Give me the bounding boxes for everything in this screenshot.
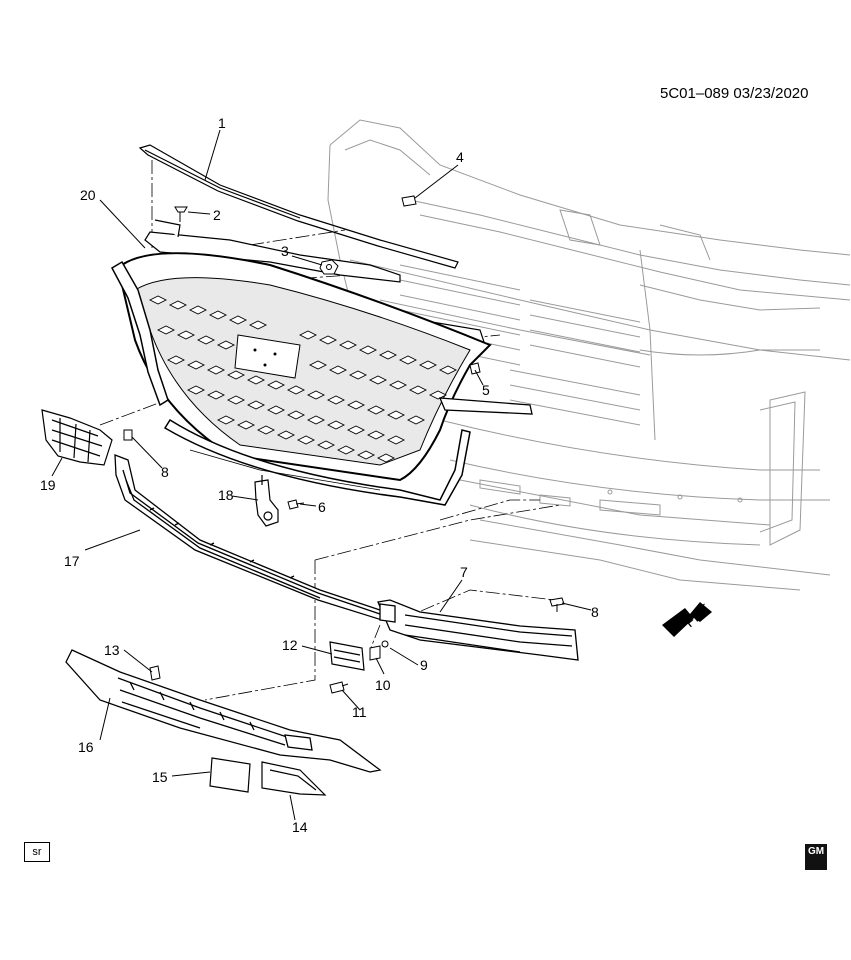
callout-7: 7 [460, 564, 468, 580]
part-1-upper-seal [138, 144, 459, 269]
callout-19: 19 [40, 477, 56, 493]
callout-3: 3 [281, 243, 289, 259]
part-17-lower-bar [114, 454, 383, 621]
fastener-parts [123, 195, 565, 694]
callout-17: 17 [64, 553, 80, 569]
callout-4: 4 [456, 149, 464, 165]
direction-label: FRT [682, 600, 713, 630]
callout-8a: 8 [161, 464, 169, 480]
sr-label-box: sr [24, 842, 50, 862]
callout-20: 20 [80, 187, 96, 203]
part-15-cover [209, 757, 251, 793]
callout-13: 13 [104, 642, 120, 658]
part-12-insert [329, 641, 365, 671]
part-16-lower-fascia [65, 649, 382, 773]
callout-1: 1 [218, 115, 226, 131]
callout-11: 11 [352, 704, 367, 720]
callout-2: 2 [213, 207, 221, 223]
part-20-grille [111, 252, 533, 506]
gm-logo-text: GM [807, 846, 825, 857]
callout-18: 18 [218, 487, 234, 503]
diagram-reference: 5C01–089 03/23/2020 [660, 85, 809, 102]
callout-10: 10 [375, 677, 391, 693]
callout-15: 15 [152, 769, 168, 785]
part-7-lower-bar-right [377, 599, 579, 661]
callout-8b: 8 [591, 604, 599, 620]
callout-12: 12 [282, 637, 298, 653]
callout-leaders [51, 129, 592, 821]
callout-numbers: 1 2 3 4 5 6 7 8 8 9 10 11 12 13 14 15 16… [40, 115, 599, 835]
part-18-sensor-bracket [254, 475, 279, 527]
callout-14: 14 [292, 819, 308, 835]
callout-5: 5 [482, 382, 490, 398]
front-direction-arrow [662, 602, 712, 637]
callout-6: 6 [318, 499, 326, 515]
part-19-emblem [41, 409, 113, 466]
callout-9: 9 [420, 657, 428, 673]
callout-16: 16 [78, 739, 94, 755]
part-14-lower-trim [261, 761, 327, 796]
gm-logo: GM [805, 844, 827, 870]
